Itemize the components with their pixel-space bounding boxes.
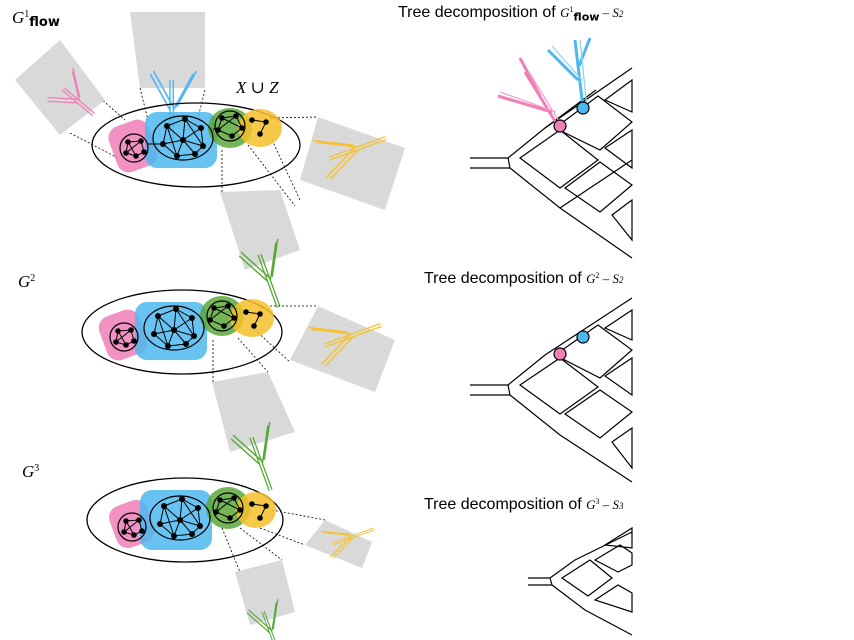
- tree-title-2-s: S: [612, 271, 620, 286]
- graph-label-3-sup: 3: [34, 463, 40, 474]
- leaf-box-pink: [15, 40, 109, 135]
- tree-decomposition-2: [470, 297, 634, 483]
- tree-decomposition-3: [528, 526, 633, 636]
- leaf-box-green-2: [212, 372, 295, 498]
- graph-label-1-sup: 1: [24, 9, 30, 20]
- tree-title-2-sup: 2: [595, 271, 600, 280]
- graph-label-2: G2: [18, 272, 35, 292]
- panel-2-graph: [81, 289, 395, 498]
- graph-label-2-base: G: [18, 272, 31, 291]
- tree-decomposition-1: [470, 37, 633, 259]
- panel-1-graph: [15, 12, 405, 315]
- tree-title-1-prefix: Tree decomposition of: [398, 4, 561, 21]
- tree-title-2-math: G2 – S2: [586, 271, 623, 286]
- set-label-x-union-z: X ∪ Z: [236, 78, 279, 97]
- leaf-box-yellow-2: [290, 302, 395, 392]
- tree-title-2: Tree decomposition of G2 – S2: [424, 270, 624, 288]
- tree-title-1-minus: –: [599, 5, 613, 20]
- panel-3-graph: [86, 477, 380, 640]
- tree-title-2-prefix: Tree decomposition of: [424, 270, 587, 287]
- tree-title-3-prefix: Tree decomposition of: [424, 496, 587, 513]
- tree-title-3-s: S: [612, 497, 620, 512]
- tree-title-2-base: G: [586, 271, 596, 286]
- tree-title-1: Tree decomposition of G1flow – S2: [398, 4, 623, 24]
- tree-title-1-s-sub: 2: [618, 9, 624, 19]
- tree-title-3-sup: 3: [595, 497, 600, 506]
- tree-title-3: Tree decomposition of G3 – S3: [424, 496, 624, 514]
- tree-title-1-sup: 1: [569, 5, 574, 14]
- leaf-box-green: [220, 190, 301, 315]
- graph-label-1-sub: flow: [29, 15, 60, 30]
- graph-label-1-base: G: [12, 8, 25, 27]
- leaf-box-blue: [130, 12, 205, 141]
- tree-title-1-math: G1flow – S2: [560, 5, 624, 24]
- tree-title-3-s-sub: 3: [619, 501, 624, 511]
- graph-label-2-sup: 2: [30, 273, 36, 284]
- tree-title-1-base: G: [560, 5, 570, 20]
- tree-title-2-s-sub: 2: [619, 275, 624, 285]
- tree-title-1-s: S: [612, 5, 619, 20]
- leaf-box-yellow: [300, 115, 405, 210]
- tree-title-2-minus: –: [599, 271, 613, 286]
- tree-title-3-base: G: [586, 497, 596, 512]
- graph-label-3: G3: [22, 462, 39, 482]
- leaf-box-green-3: [235, 560, 296, 640]
- graph-label-3-base: G: [22, 462, 35, 481]
- tree-title-1-sub: flow: [573, 10, 600, 24]
- leaf-box-yellow-3: [305, 513, 380, 568]
- tree-title-3-minus: –: [599, 497, 613, 512]
- graph-label-1: G1flow: [12, 8, 60, 30]
- tree-title-3-math: G3 – S3: [586, 497, 623, 512]
